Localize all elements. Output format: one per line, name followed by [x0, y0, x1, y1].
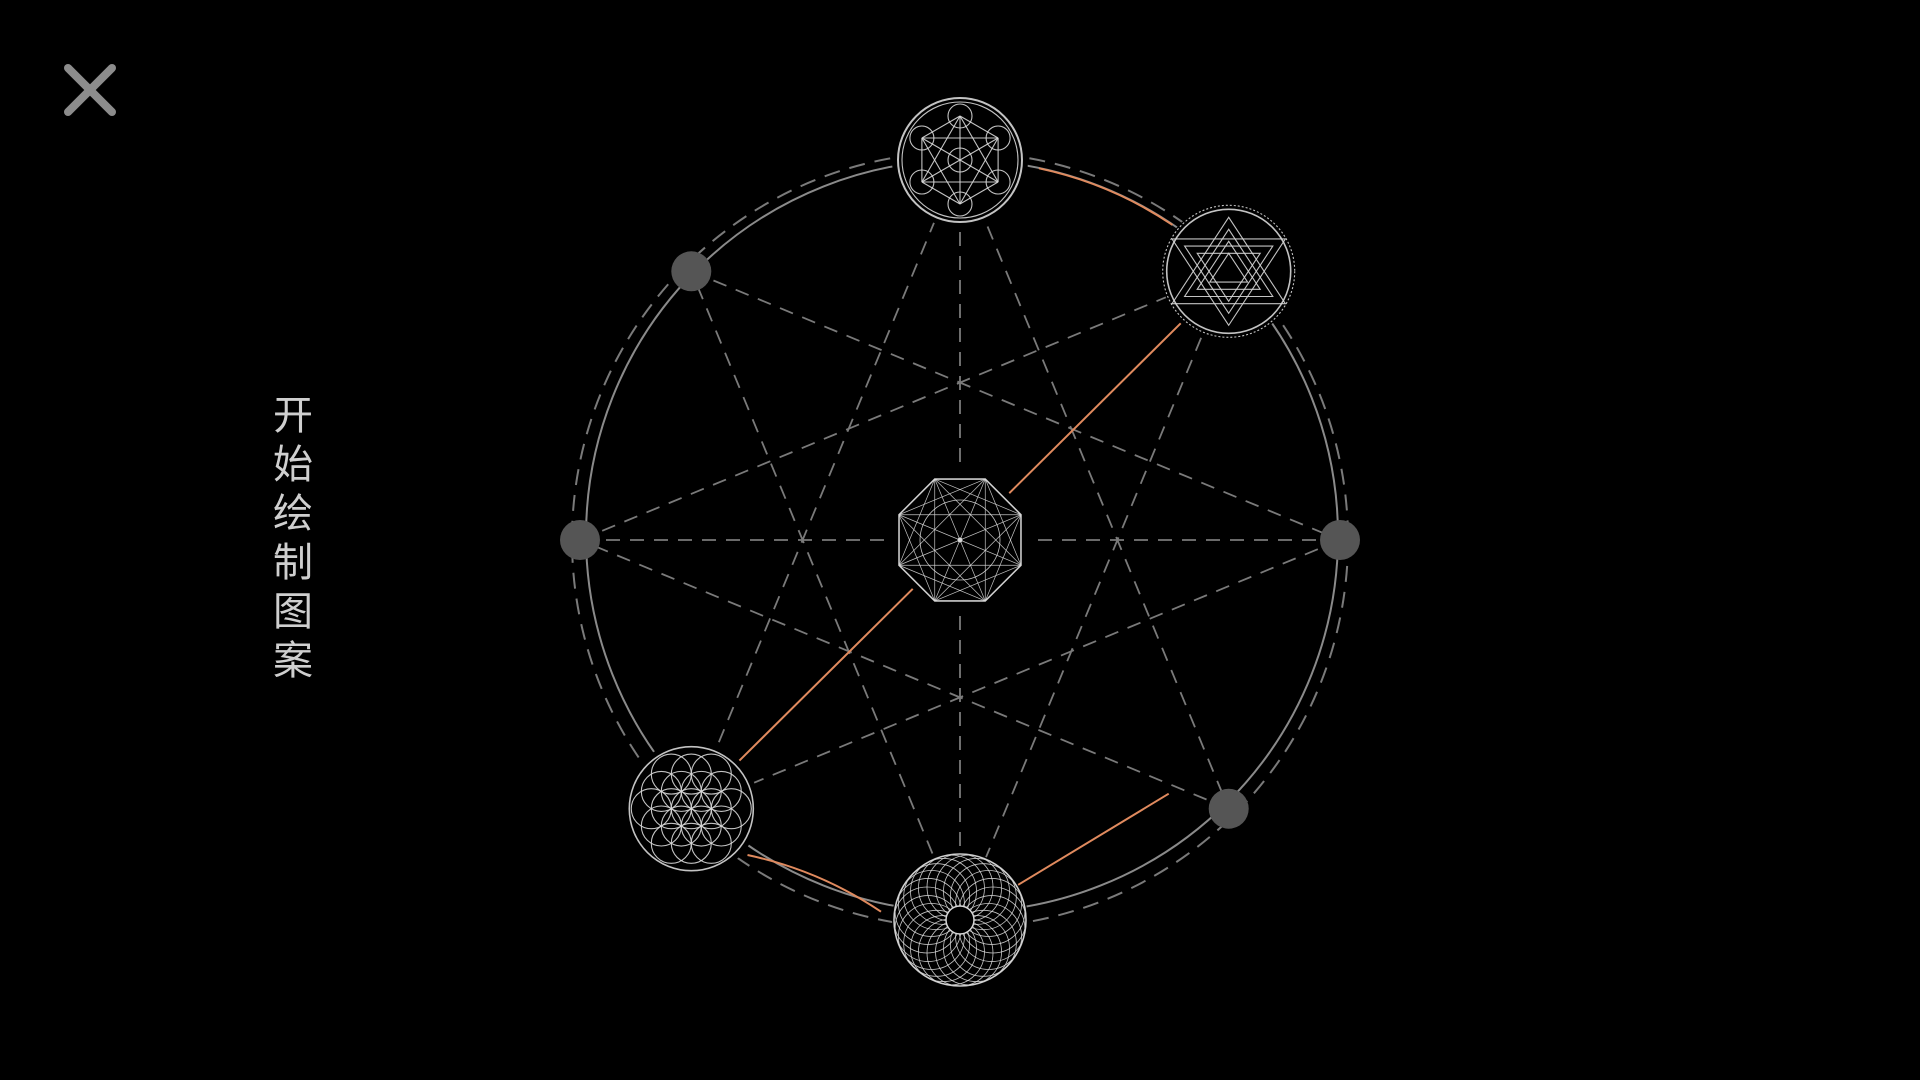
title-char: 绘 — [273, 491, 313, 537]
empty-node-dot[interactable] — [560, 520, 600, 560]
node-lower-right[interactable] — [1208, 788, 1249, 829]
sri-yantra-icon — [1162, 204, 1296, 338]
star-guide-line — [690, 159, 961, 810]
path-segment — [1038, 167, 1174, 226]
title-char: 开 — [273, 393, 313, 439]
node-upper-right[interactable] — [1160, 203, 1297, 340]
star-guide-line — [690, 270, 961, 921]
node-top[interactable] — [892, 92, 1028, 228]
title-char: 案 — [273, 638, 313, 684]
star-guide-line — [690, 539, 1341, 810]
star-guide-line — [579, 270, 1230, 541]
start-drawing-label: 开 始 绘 制 图 案 — [268, 392, 318, 686]
empty-node-dot[interactable] — [671, 251, 712, 292]
node-bottom[interactable] — [892, 852, 1028, 988]
octagon-mandala-icon — [898, 478, 1022, 602]
title-char: 图 — [273, 589, 313, 635]
empty-node-dot[interactable] — [1208, 788, 1249, 829]
node-backdrop — [1160, 203, 1297, 340]
flower-of-life-icon — [628, 745, 755, 872]
close-icon — [64, 64, 116, 116]
star-guide-line — [959, 270, 1230, 921]
node-upper-left[interactable] — [671, 251, 712, 292]
nodes[interactable] — [560, 92, 1360, 988]
title-char: 制 — [273, 540, 313, 586]
node-left[interactable] — [560, 520, 600, 560]
star-guide-line — [579, 539, 1230, 810]
path-segment — [747, 854, 882, 913]
star-guide-line — [690, 270, 1341, 541]
node-right[interactable] — [1320, 520, 1360, 560]
node-lower-left[interactable] — [623, 740, 760, 877]
spirograph-rosette-icon — [893, 853, 1027, 987]
empty-node-dot[interactable] — [1320, 520, 1360, 560]
close-button[interactable] — [58, 58, 122, 122]
node-center[interactable] — [892, 472, 1028, 608]
title-char: 始 — [273, 442, 313, 488]
star-guide-line — [959, 159, 1230, 810]
metatron-cube-icon — [897, 97, 1023, 223]
